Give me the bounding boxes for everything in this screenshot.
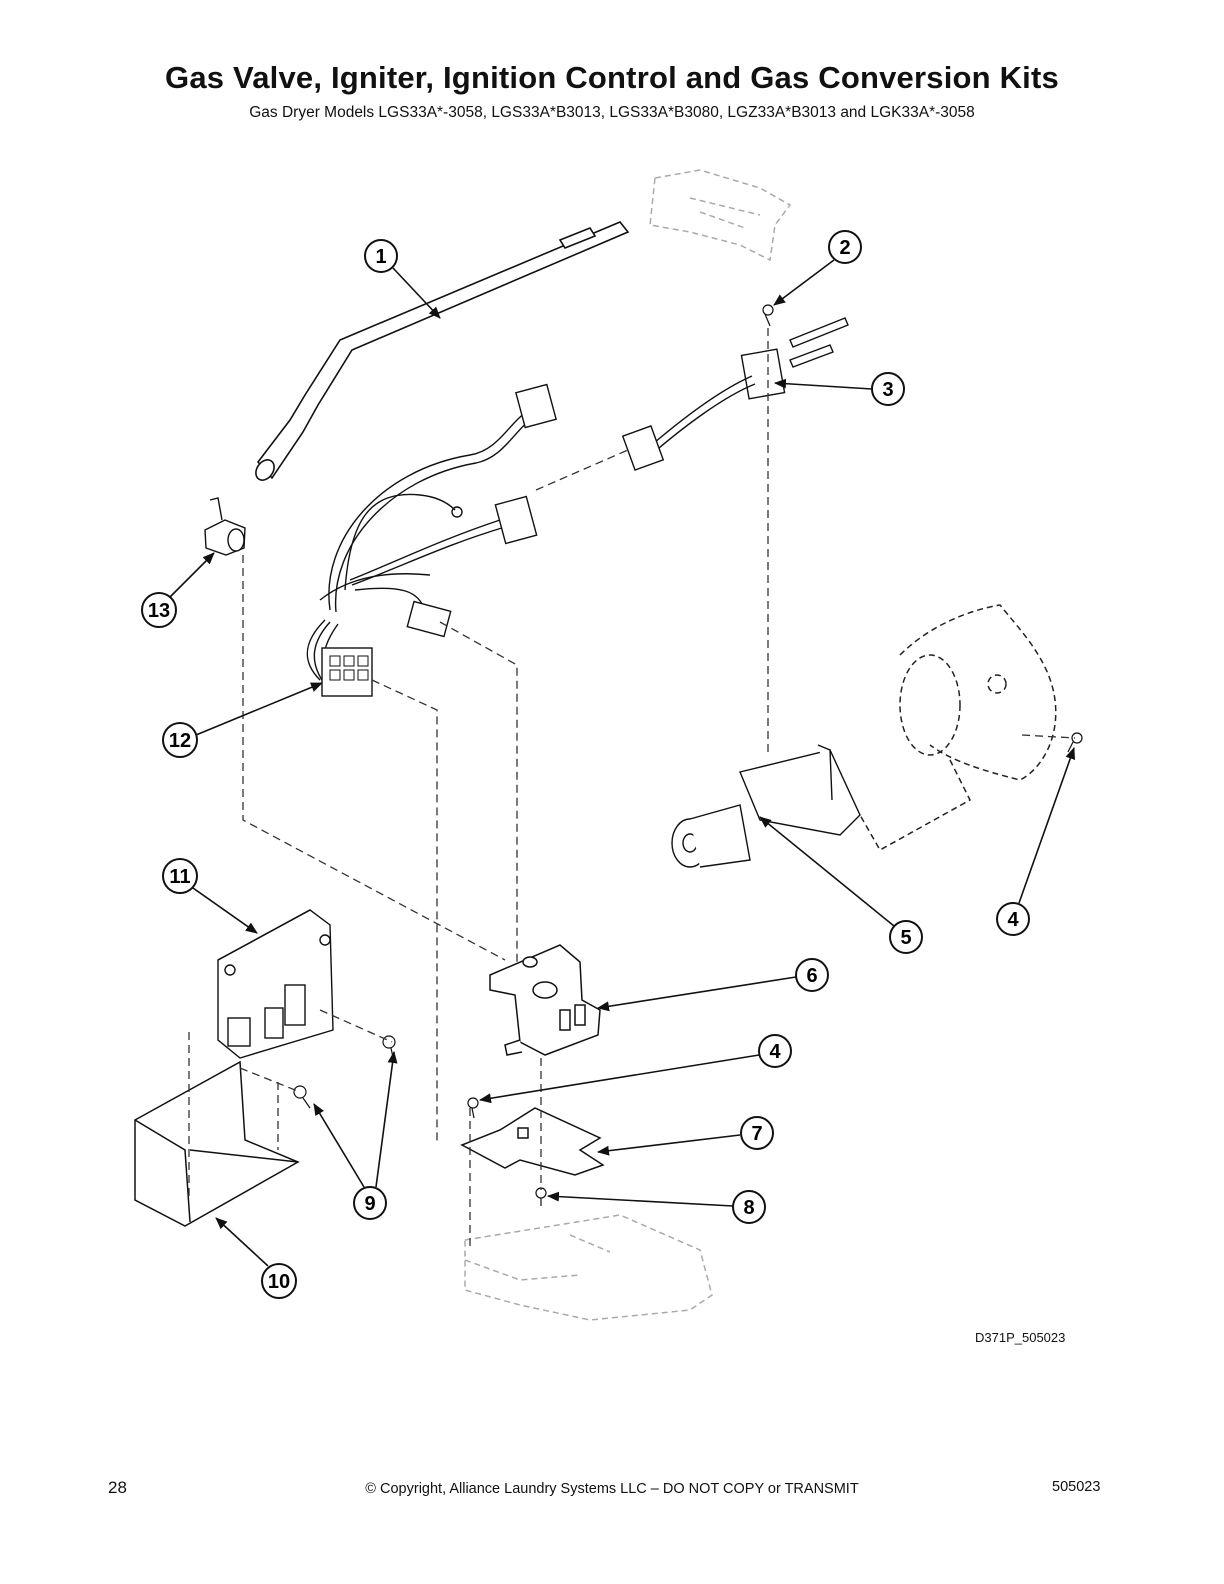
callout-number: 11 xyxy=(169,866,190,888)
gas-pipe xyxy=(255,221,630,481)
gas-valve xyxy=(489,944,601,1056)
callout-5[interactable]: 5 xyxy=(759,816,923,954)
assembly-guide-lines xyxy=(188,328,1076,1250)
callout-number: 7 xyxy=(751,1123,762,1145)
screw-part-8 xyxy=(535,1187,547,1206)
callout-number: 8 xyxy=(743,1197,754,1219)
callout-number: 12 xyxy=(169,730,191,752)
phantom-base xyxy=(464,1214,713,1321)
phantom-burner-housing xyxy=(859,604,1057,852)
mounting-bracket xyxy=(134,1060,300,1227)
drawing-code: D371P_505023 xyxy=(975,1330,1066,1345)
page-title: Gas Valve, Igniter, Ignition Control and… xyxy=(165,60,1059,95)
callout-number: 2 xyxy=(839,237,850,259)
callout-12[interactable]: 12 xyxy=(162,682,323,758)
callout-10[interactable]: 10 xyxy=(215,1217,297,1299)
callout-number: 4 xyxy=(769,1041,781,1063)
callout-9[interactable]: 9 xyxy=(313,1051,398,1220)
callout-number: 13 xyxy=(148,600,170,622)
callout-1[interactable]: 1 xyxy=(364,239,441,319)
callout-4-burner[interactable]: 4 xyxy=(996,747,1076,936)
callout-6[interactable]: 6 xyxy=(597,958,829,1012)
callout-number: 3 xyxy=(882,379,893,401)
callout-number: 6 xyxy=(806,965,817,987)
document-number: 505023 xyxy=(1052,1479,1101,1495)
callout-2[interactable]: 2 xyxy=(773,230,862,306)
callout-number: 4 xyxy=(1007,909,1019,931)
callout-11[interactable]: 11 xyxy=(162,858,258,934)
valve-bracket xyxy=(460,1107,605,1176)
callout-number: 9 xyxy=(364,1193,375,1215)
callout-number: 10 xyxy=(268,1271,290,1293)
screw-part-4-burner xyxy=(1067,732,1083,753)
igniter xyxy=(621,317,849,471)
copyright-notice: © Copyright, Alliance Laundry Systems LL… xyxy=(365,1481,859,1497)
callout-number: 5 xyxy=(900,927,911,949)
screw-part-2 xyxy=(762,304,774,327)
burner-assembly xyxy=(671,744,861,868)
screws-part-9 xyxy=(293,1035,396,1109)
callout-13[interactable]: 13 xyxy=(141,552,215,628)
page-number: 28 xyxy=(108,1478,127,1497)
pipe-fitting xyxy=(204,497,246,556)
callout-3[interactable]: 3 xyxy=(774,372,905,406)
callout-8[interactable]: 8 xyxy=(547,1190,766,1224)
callout-number: 1 xyxy=(375,246,386,268)
callout-7[interactable]: 7 xyxy=(597,1116,774,1156)
ignition-control xyxy=(217,909,334,1059)
page-subtitle: Gas Dryer Models LGS33A*-3058, LGS33A*B3… xyxy=(249,104,975,121)
wiring-harness xyxy=(306,383,557,697)
callout-4-valve[interactable]: 4 xyxy=(479,1034,792,1104)
screw-part-4-valve xyxy=(467,1097,479,1119)
phantom-cabinet-bracket xyxy=(649,169,792,262)
